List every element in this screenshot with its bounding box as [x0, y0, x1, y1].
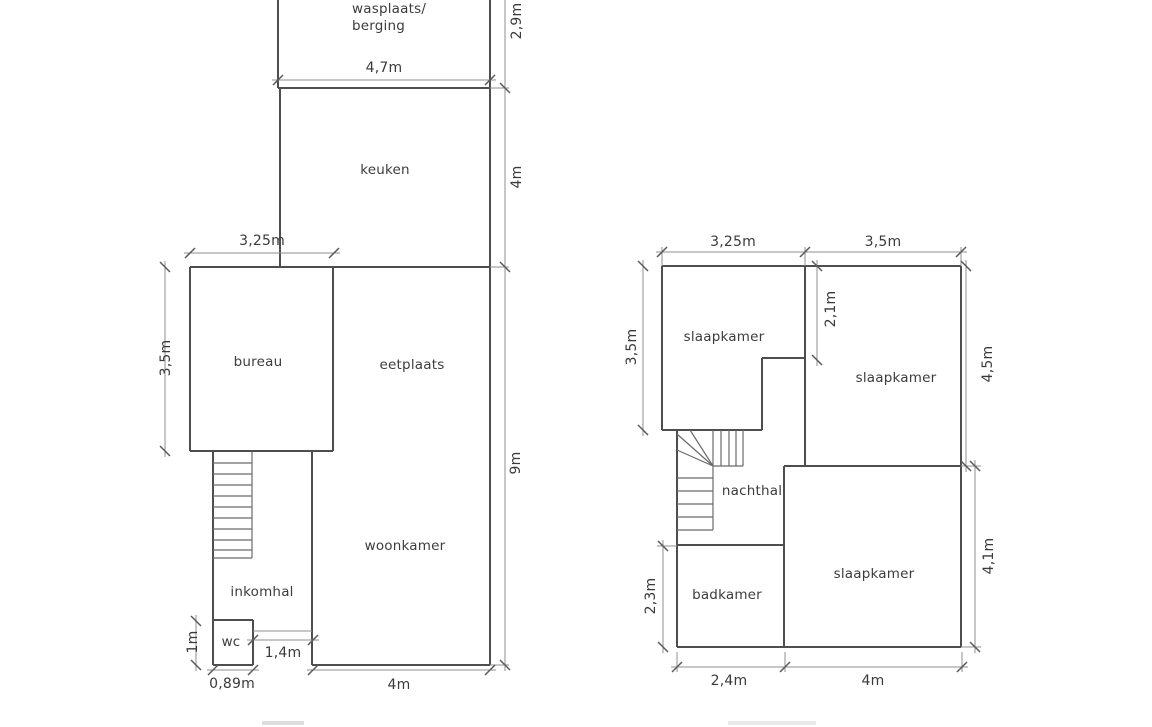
- dim-label-slaapkamer-left-width: 3,25m: [710, 234, 756, 250]
- caption-cutoff-right: [728, 721, 816, 725]
- dim-label-wasplaats-width: 4,7m: [365, 60, 403, 76]
- room-label-badkamer: badkamer: [692, 587, 762, 603]
- dim-label-partition-depth: 2,1m: [823, 290, 839, 328]
- dim-label-woonkamer-width: 4m: [387, 677, 411, 693]
- room-label-nachthal: nachthal: [721, 483, 783, 499]
- room-label-wasplaats-line2: berging: [352, 18, 406, 34]
- dim-label-slaapkamer-bottom-width: 4m: [861, 673, 885, 689]
- upper-floor-dimension-ticks: [637, 246, 981, 673]
- dim-label-living-height: 9m: [508, 451, 524, 475]
- dim-label-wc-width: 0,89m: [209, 676, 255, 692]
- upper-floor-dimension-lines: [642, 247, 981, 672]
- dim-label-slaapkamer-left-height: 3,5m: [624, 328, 640, 366]
- room-label-inkomhal: inkomhal: [230, 584, 294, 600]
- room-label-slaapkamer-top-left: slaapkamer: [683, 329, 765, 345]
- ground-floor-stairs-icon: [213, 452, 253, 559]
- room-label-woonkamer: woonkamer: [364, 538, 446, 554]
- room-label-slaapkamer-top-right: slaapkamer: [855, 370, 937, 386]
- room-label-keuken: keuken: [360, 162, 410, 178]
- caption-cutoff-left: [262, 721, 304, 725]
- room-label-wc: wc: [221, 634, 241, 650]
- upper-floor-stairs-icon: [676, 429, 744, 531]
- upper-floor-walls: [661, 265, 962, 648]
- dim-label-wc-height: 1m: [185, 630, 201, 654]
- dim-label-wasplaats-height: 2,9m: [509, 2, 525, 40]
- dim-label-right-bottom-height: 4,1m: [981, 537, 997, 575]
- dim-label-right-top-height: 4,5m: [980, 345, 996, 383]
- room-label-slaapkamer-bottom: slaapkamer: [833, 566, 915, 582]
- dim-label-badkamer-height: 2,3m: [643, 577, 659, 615]
- ground-floor-dimension-lines: [164, 0, 509, 671]
- dim-label-bureau-width: 3,25m: [239, 233, 285, 249]
- dim-label-keuken-height: 4m: [509, 165, 525, 189]
- dim-label-bureau-height: 3,5m: [158, 339, 174, 377]
- room-label-eetplaats: eetplaats: [379, 357, 445, 373]
- ground-floor-dimension-ticks: [159, 74, 511, 676]
- dim-label-hall-passage-width: 1,4m: [264, 645, 302, 661]
- room-label-bureau: bureau: [233, 354, 283, 370]
- ground-floor-walls: [189, 0, 491, 666]
- dim-label-slaapkamer-right-width: 3,5m: [864, 234, 902, 250]
- dim-label-badkamer-width: 2,4m: [710, 673, 748, 689]
- room-label-wasplaats-berging: wasplaats/ berging: [352, 1, 426, 35]
- room-label-wasplaats-line1: wasplaats/: [352, 1, 427, 17]
